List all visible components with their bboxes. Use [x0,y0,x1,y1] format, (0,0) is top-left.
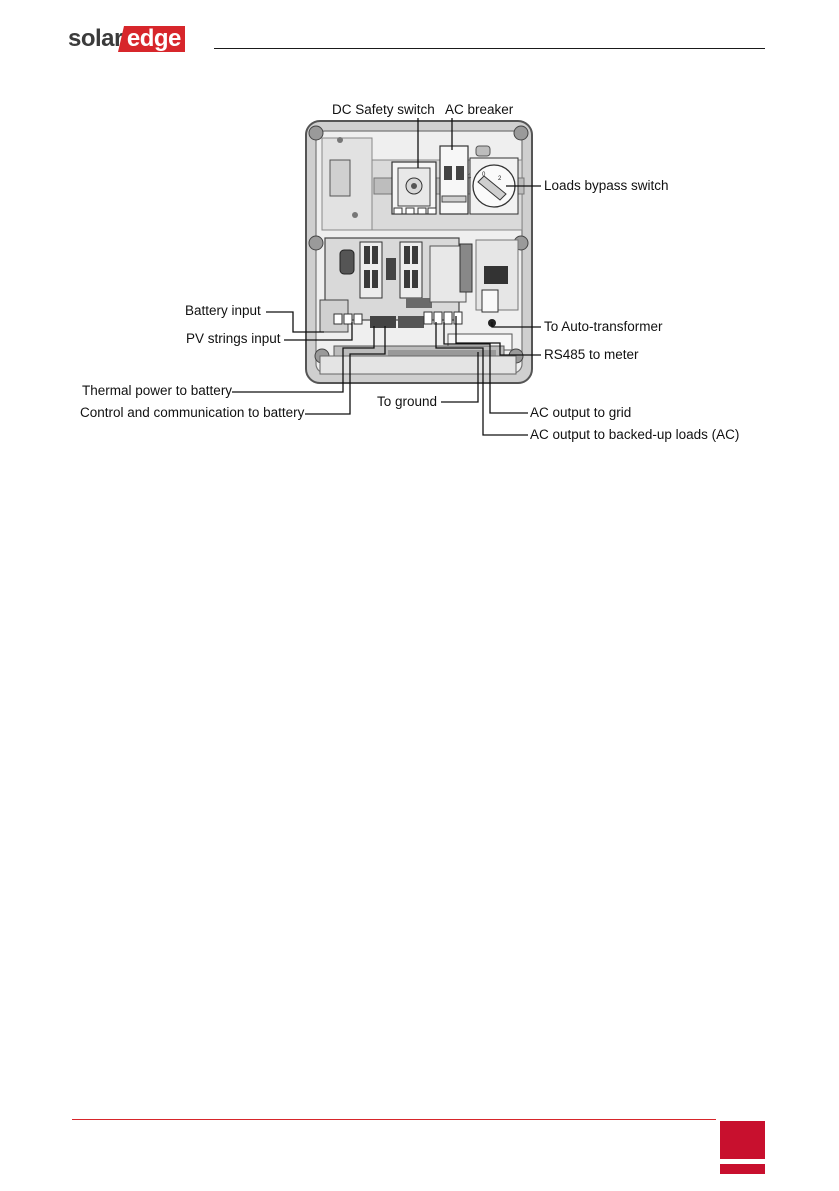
label-to-ground: To ground [377,394,437,409]
label-battery-input: Battery input [185,303,261,318]
label-to-auto-transformer: To Auto-transformer [544,319,663,334]
label-dc-safety-switch: DC Safety switch [332,102,435,117]
label-ac-output-to-grid: AC output to grid [530,405,631,420]
footer-rule [72,1119,716,1120]
label-pv-strings-input: PV strings input [186,331,281,346]
label-thermal-power-to-battery: Thermal power to battery [82,383,232,398]
device-diagram-figure: 0 1 2 [0,0,839,480]
label-ac-breaker: AC breaker [445,102,513,117]
label-rs485-to-meter: RS485 to meter [544,347,639,362]
label-control-and-communication: Control and communication to battery [80,405,304,420]
page-number-tab [720,1121,765,1159]
page-number-tab-bar [720,1164,765,1174]
label-loads-bypass-switch: Loads bypass switch [544,178,669,193]
label-ac-output-to-backed-up-loads: AC output to backed-up loads (AC) [530,427,739,442]
